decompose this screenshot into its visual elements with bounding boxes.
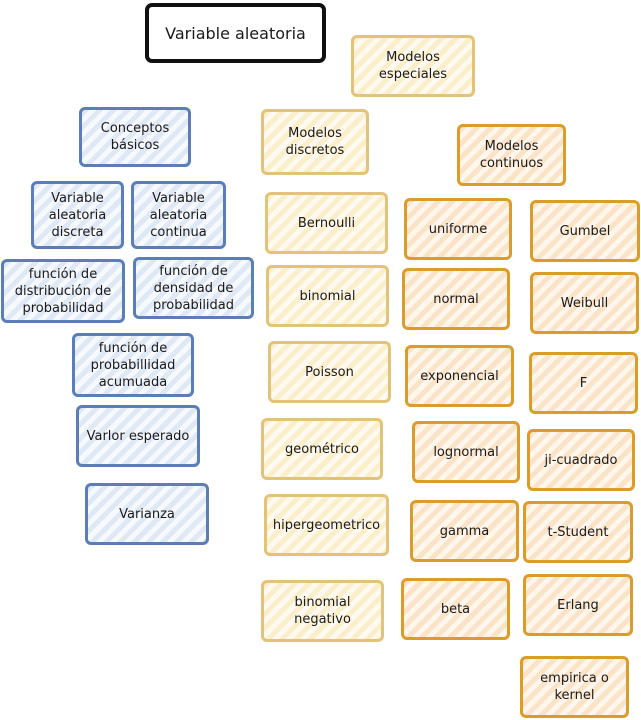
erlang-node: Erlang [523,574,633,636]
modelos-especiales-node: Modelos especiales [351,35,475,97]
hipergeometrico-node: hipergeometrico [264,494,389,556]
beta-node: beta [401,578,510,640]
weibull-node: Weibull [530,272,639,334]
gumbel-node: Gumbel [530,200,640,262]
ji-cuadrado-node: ji-cuadrado [527,429,635,491]
variable-aleatoria-continua-node: Variable aleatoria continua [131,181,226,249]
t-student-node: t-Student [523,501,633,563]
bernoulli-node: Bernoulli [265,192,388,254]
funcion-distribucion-node: función de distribución de probabilidad [1,259,125,323]
empirica-kernel-node: empirica o kernel [520,656,629,718]
f-node: F [529,352,638,414]
binomial-negativo-node: binomial negativo [261,580,384,642]
modelos-continuos-node: Modelos continuos [457,124,566,186]
modelos-discretos-node: Modelos discretos [261,109,369,175]
diagram-title: Variable aleatoria [145,3,326,63]
exponencial-node: exponencial [405,345,514,407]
varianza-node: Varianza [85,483,209,545]
conceptos-basicos-node: Conceptos básicos [79,107,191,167]
geometrico-node: geométrico [261,418,383,480]
valor-esperado-node: Varlor esperado [76,405,200,467]
funcion-acumulada-node: función de probabillidad acumuada [72,333,194,397]
funcion-densidad-node: función de densidad de probabilidad [133,257,254,319]
poisson-node: Poisson [268,341,391,403]
gamma-node: gamma [410,500,519,562]
variable-aleatoria-discreta-node: Variable aleatoria discreta [31,181,124,249]
lognormal-node: lognormal [412,421,520,483]
binomial-node: binomial [266,265,389,327]
uniforme-node: uniforme [404,198,512,260]
normal-node: normal [402,268,510,330]
